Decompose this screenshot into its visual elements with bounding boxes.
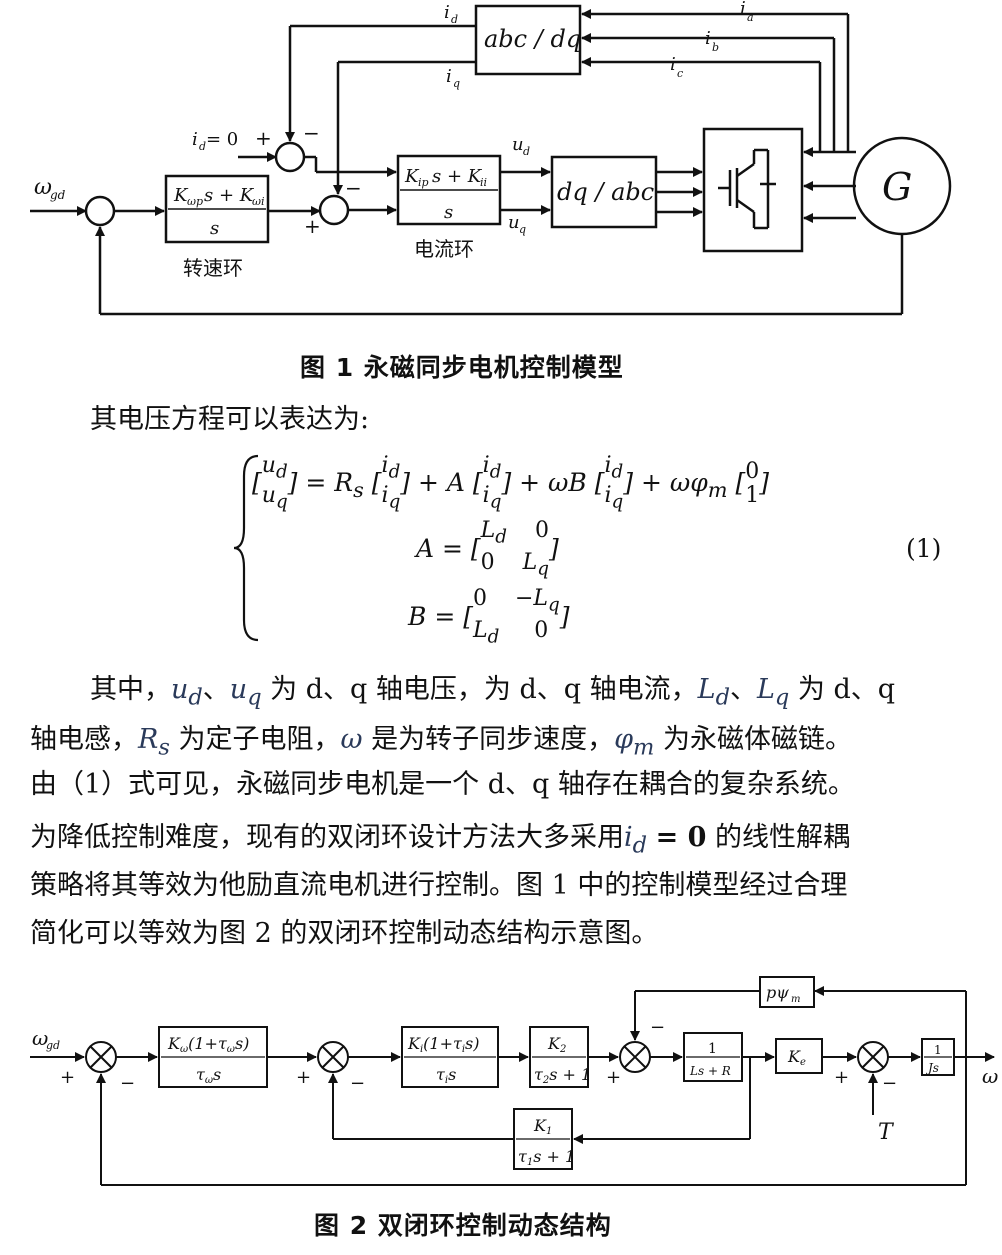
svg-text:gd: gd xyxy=(46,1039,60,1052)
svg-text:−: − xyxy=(882,1073,897,1094)
paragraph-line-3: 由（1）式可见，永磁同步电机是一个 d、q 轴存在耦合的复杂系统。 xyxy=(30,769,855,800)
fig2-p-psi-block: pψ xyxy=(766,983,789,1002)
fig2-omega-out: ω xyxy=(982,1064,998,1088)
fig1-current-block-den: s xyxy=(444,202,453,223)
fig2-torque-T: T xyxy=(878,1120,895,1145)
fig1-dq-abc-label: dq / abc xyxy=(557,178,654,206)
fig1-speed-loop-label: 转速环 xyxy=(183,256,243,280)
svg-text:s + K: s + K xyxy=(204,185,255,206)
fig1-id-label: i xyxy=(444,2,450,23)
fig1-id-zero: i xyxy=(192,129,198,150)
fig1-uq-label: u xyxy=(508,212,520,233)
svg-text:a: a xyxy=(747,11,754,24)
svg-text:d: d xyxy=(523,145,530,158)
fig2-current-controller: Ki(1+τis) xyxy=(407,1034,480,1055)
svg-text:+: + xyxy=(606,1067,621,1088)
intro-text: 其电压方程可以表达为: xyxy=(90,404,370,435)
svg-text:gd: gd xyxy=(50,188,66,202)
svg-text:−: − xyxy=(303,121,320,145)
fig2-ke-block: K xyxy=(787,1047,801,1066)
fig1-speed-block-num: K xyxy=(173,185,189,206)
svg-text:ωp: ωp xyxy=(187,195,203,208)
fig1-speed-block-den: s xyxy=(210,218,219,239)
figure-1-diagram: ω gd K ωp s + K ωi s 转速环 K ip s + K ii s… xyxy=(30,0,952,316)
fig1-ic-label: i xyxy=(670,54,676,75)
svg-text:τ1s + 1: τ1s + 1 xyxy=(518,1147,575,1168)
svg-text:e: e xyxy=(800,1057,806,1068)
figure-2-caption: 图 2 双闭环控制动态结构 xyxy=(314,1211,612,1240)
svg-text:−: − xyxy=(120,1073,135,1094)
fig2-k2-block: K2 xyxy=(547,1034,566,1055)
paragraph-line-4: 为降低控制难度，现有的双闭环设计方法大多采用id = 0 的线性解耦 xyxy=(30,822,851,859)
svg-text:= 0: = 0 xyxy=(206,129,238,150)
svg-text:d: d xyxy=(451,13,458,26)
fig1-omega-gd: ω xyxy=(34,175,52,200)
svg-text:d: d xyxy=(199,140,206,153)
svg-text:τ2s + 1: τ2s + 1 xyxy=(534,1065,591,1086)
svg-text:+: + xyxy=(304,214,321,238)
paragraph-line-5: 策略将其等效为他励直流电机进行控制。图 1 中的控制模型经过合理 xyxy=(30,870,848,901)
paragraph-line-2: 轴电感，Rs 为定子电阻，ω 是为转子同步速度，φm 为永磁体磁链。 xyxy=(30,724,852,761)
paragraph-line-6: 简化可以等效为图 2 的双闭环控制动态结构示意图。 xyxy=(30,918,659,949)
fig1-current-block-num: K xyxy=(404,166,420,187)
fig2-omega-gd: ω xyxy=(32,1026,48,1050)
svg-text:c: c xyxy=(677,67,683,80)
fig1-ib-label: i xyxy=(705,28,711,49)
equation-number: (1) xyxy=(906,534,942,563)
fig2-inertia-block: 1 xyxy=(934,1043,942,1057)
fig2-speed-controller: Kω(1+τωs) xyxy=(167,1034,249,1055)
svg-text:s + K: s + K xyxy=(432,166,483,187)
svg-text:+: + xyxy=(60,1067,75,1088)
fig2-k1-block: K1 xyxy=(533,1116,552,1137)
svg-text:+: + xyxy=(296,1067,311,1088)
fig1-motor-label: G xyxy=(882,165,912,209)
svg-text:b: b xyxy=(712,41,719,54)
fig1-ud-label: u xyxy=(512,134,524,155)
paragraph-line-1: 其中，ud、uq 为 d、q 轴电压，为 d、q 轴电流，Ld、Lq 为 d、q xyxy=(90,674,896,711)
svg-text:q: q xyxy=(453,77,460,90)
figure-1-caption: 图 1 永磁同步电机控制模型 xyxy=(300,353,624,382)
fig1-abc-dq-label: abc / dq xyxy=(484,25,581,53)
svg-text:−: − xyxy=(345,176,362,200)
svg-text:m: m xyxy=(791,994,800,1005)
svg-text:ωi: ωi xyxy=(252,195,265,208)
fig2-plant-block: 1 xyxy=(708,1041,717,1057)
fig1-iq-label: i xyxy=(446,66,452,87)
svg-text:Ls + R: Ls + R xyxy=(689,1064,731,1078)
svg-text:+: + xyxy=(255,126,272,150)
svg-text:τis: τis xyxy=(436,1065,456,1086)
svg-text:ii: ii xyxy=(480,176,487,189)
svg-text:+: + xyxy=(834,1067,849,1088)
svg-text:ip: ip xyxy=(418,176,429,189)
fig1-current-loop-label: 电流环 xyxy=(414,237,474,261)
svg-text:−: − xyxy=(650,1017,665,1038)
svg-text:τωs: τωs xyxy=(196,1065,221,1086)
svg-text:−: − xyxy=(350,1073,365,1094)
svg-text:Js: Js xyxy=(925,1061,939,1075)
figure-2-diagram: ω gd + − Kω(1+τωs) τωs + − Ki(1+τis) τis… xyxy=(30,976,998,1186)
fig1-ia-label: i xyxy=(740,0,746,19)
svg-text:q: q xyxy=(519,223,526,236)
